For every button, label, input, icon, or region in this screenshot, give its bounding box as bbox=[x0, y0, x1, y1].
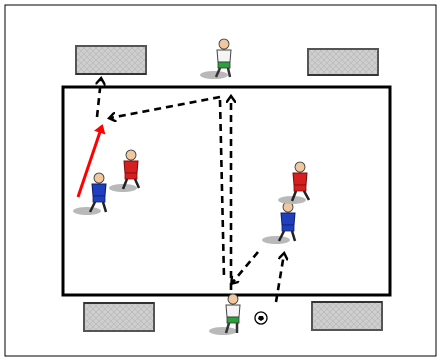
goal-top-right bbox=[307, 48, 379, 76]
red-player-right bbox=[278, 161, 311, 204]
soccer-ball-icon bbox=[254, 311, 268, 325]
pass-left-to-goal bbox=[97, 79, 101, 118]
blue-player-left bbox=[73, 172, 108, 215]
goal-top-left bbox=[75, 45, 147, 75]
pass-bottom-to-blue bbox=[274, 254, 284, 303]
pass-blue-to-bottom bbox=[232, 251, 259, 283]
goal-bottom-left bbox=[83, 302, 155, 332]
red-player-left bbox=[109, 149, 141, 192]
run-blue-left bbox=[76, 124, 106, 198]
pass-top-to-left bbox=[110, 95, 221, 118]
goal-bottom-right bbox=[311, 301, 383, 331]
neutral-player-top bbox=[200, 38, 232, 79]
neutral-player-bottom bbox=[209, 293, 241, 335]
pass-top-to-bottom bbox=[218, 99, 226, 279]
arrows bbox=[76, 79, 284, 303]
blue-player-right bbox=[262, 201, 297, 244]
